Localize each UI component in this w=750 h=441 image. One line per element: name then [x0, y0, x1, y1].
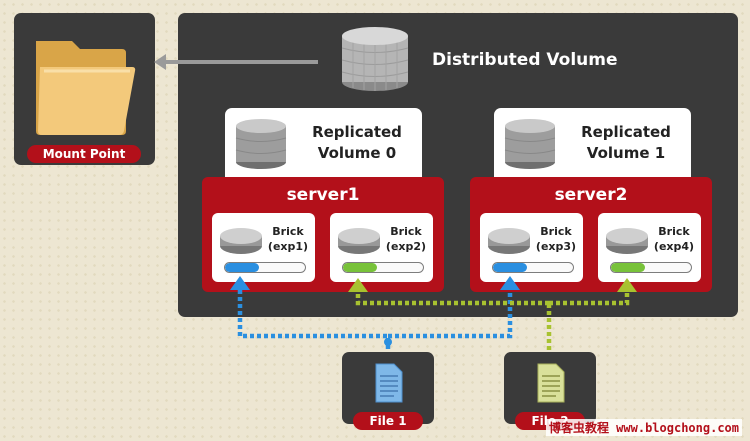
document-green-icon — [537, 363, 565, 403]
document-blue-icon — [375, 363, 403, 403]
replicated-disk-icon — [504, 119, 556, 169]
replicated-volume-line2: Volume 0 — [317, 144, 397, 162]
replicated-volume-label: Replicated Volume 0 — [297, 122, 417, 164]
brick-label-line1: Brick — [272, 225, 304, 238]
brick-usage-fill — [611, 263, 645, 272]
file-1-label: File 1 — [353, 412, 423, 430]
server-1: server1 Brick (exp1) Brick (exp2) — [202, 177, 444, 292]
server-label: server2 — [554, 185, 628, 205]
brick-exp1: Brick (exp1) — [212, 213, 315, 282]
replicated-volume-line2: Volume 1 — [586, 144, 666, 162]
brick-label: Brick (exp3) — [532, 224, 580, 254]
brick-usage-fill — [343, 263, 377, 272]
replicated-volume-line1: Replicated — [581, 123, 671, 141]
brick-label: Brick (exp4) — [650, 224, 698, 254]
diagram-title: Distributed Volume — [432, 50, 618, 70]
brick-exp4: Brick (exp4) — [598, 213, 701, 282]
brick-label-line1: Brick — [658, 225, 690, 238]
brick-usage-fill — [225, 263, 259, 272]
brick-label-line1: Brick — [540, 225, 572, 238]
replicated-volume-label: Replicated Volume 1 — [566, 122, 686, 164]
mount-point-label: Mount Point — [27, 145, 141, 163]
brick-label: Brick (exp2) — [382, 224, 430, 254]
brick-usage-bar — [342, 262, 424, 273]
mount-point-panel — [14, 13, 155, 165]
brick-exp3: Brick (exp3) — [480, 213, 583, 282]
brick-label-line2: (exp4) — [653, 240, 695, 253]
brick-usage-bar — [224, 262, 306, 273]
brick-usage-bar — [492, 262, 574, 273]
server-2: server2 Brick (exp3) Brick (exp4) — [470, 177, 712, 292]
brick-label: Brick (exp1) — [264, 224, 312, 254]
replicated-volume-1: Replicated Volume 1 — [494, 108, 691, 178]
brick-label-line1: Brick — [390, 225, 422, 238]
brick-exp2: Brick (exp2) — [330, 213, 433, 282]
brick-disk-icon — [488, 228, 530, 254]
replicated-volume-line1: Replicated — [312, 123, 402, 141]
brick-disk-icon — [338, 228, 380, 254]
brick-usage-bar — [610, 262, 692, 273]
server-label: server1 — [286, 185, 360, 205]
watermark: 博客虫教程 www.blogchong.com — [545, 419, 742, 436]
folder-icon — [36, 41, 136, 135]
brick-disk-icon — [220, 228, 262, 254]
replicated-disk-icon — [235, 119, 287, 169]
brick-label-line2: (exp3) — [535, 240, 577, 253]
replicated-volume-0: Replicated Volume 0 — [225, 108, 422, 178]
brick-label-line2: (exp1) — [267, 240, 309, 253]
brick-disk-icon — [606, 228, 648, 254]
brick-label-line2: (exp2) — [385, 240, 427, 253]
brick-usage-fill — [493, 263, 527, 272]
